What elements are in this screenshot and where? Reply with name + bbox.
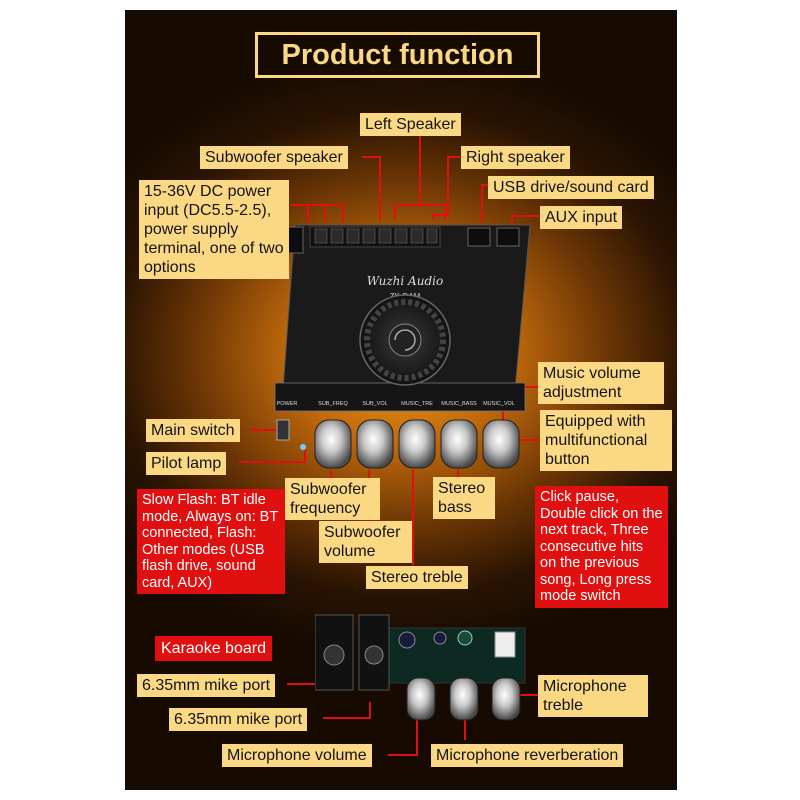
label-subwoofer-volume: Subwoofer volume: [319, 521, 412, 563]
mic-volume-knob-icon[interactable]: [406, 677, 436, 721]
knob-label-3: MUSIC_BASS: [441, 401, 477, 407]
label-main-switch: Main switch: [146, 419, 240, 442]
knob-label-4: MUSIC_VOL: [483, 401, 515, 407]
mic-treble-knob-icon[interactable]: [491, 677, 521, 721]
label-right-speaker: Right speaker: [461, 146, 570, 169]
music-bass-knob-icon[interactable]: [440, 419, 478, 469]
label-pilot-lamp: Pilot lamp: [146, 452, 227, 475]
mic-reverb-knob-icon[interactable]: [449, 677, 479, 721]
label-aux-input: AUX input: [540, 206, 623, 229]
pilot-lamp-icon: [300, 444, 306, 450]
label-microphone-reverberation: Microphone reverberation: [431, 744, 624, 767]
label-microphone-volume: Microphone volume: [222, 744, 372, 767]
knob-label-0: SUB_FREQ: [318, 401, 348, 407]
amplifier-board: Wuzhi Audio ZK-DAM POWER SUB_FREQ SUB_VO…: [274, 224, 531, 469]
label-microphone-treble: Microphone treble: [538, 675, 648, 717]
label-stereo-treble: Stereo treble: [366, 566, 468, 589]
knob-label-1: SUB_VOL: [362, 401, 387, 407]
label-stereo-bass: Stereo bass: [433, 477, 495, 519]
sub-vol-knob-icon[interactable]: [356, 419, 394, 469]
note-pilot-lamp: Slow Flash: BT idle mode, Always on: BT …: [137, 489, 285, 594]
knob-row: [314, 419, 520, 469]
label-subwoofer-frequency: Subwoofer frequency: [285, 478, 380, 520]
label-mike-port-2: 6.35mm mike port: [169, 708, 308, 731]
label-mike-port-1: 6.35mm mike port: [137, 674, 276, 697]
label-power-input: 15-36V DC power input (DC5.5-2.5), power…: [139, 180, 289, 279]
label-left-speaker: Left Speaker: [360, 113, 461, 136]
music-vol-knob-icon[interactable]: [482, 419, 520, 469]
music-tre-knob-icon[interactable]: [398, 419, 436, 469]
note-multifunction-button: Click pause, Double click on the next tr…: [535, 486, 668, 608]
label-usb-sound-card: USB drive/sound card: [488, 176, 654, 199]
label-multifunction: Equipped with multifunctional button: [540, 410, 672, 471]
main-switch-icon[interactable]: [276, 419, 290, 441]
power-label: POWER: [277, 401, 298, 407]
label-karaoke-board: Karaoke board: [155, 636, 272, 661]
brand-text: Wuzhi Audio: [367, 274, 443, 288]
sub-freq-knob-icon[interactable]: [314, 419, 352, 469]
page-title: Product function: [255, 32, 540, 78]
knob-label-2: MUSIC_TRE: [401, 401, 433, 407]
karaoke-board: [315, 614, 526, 721]
product-diagram: Product function Wuzhi: [125, 10, 677, 790]
label-music-volume: Music volume adjustment: [538, 362, 664, 404]
label-subwoofer-speaker: Subwoofer speaker: [200, 146, 348, 169]
